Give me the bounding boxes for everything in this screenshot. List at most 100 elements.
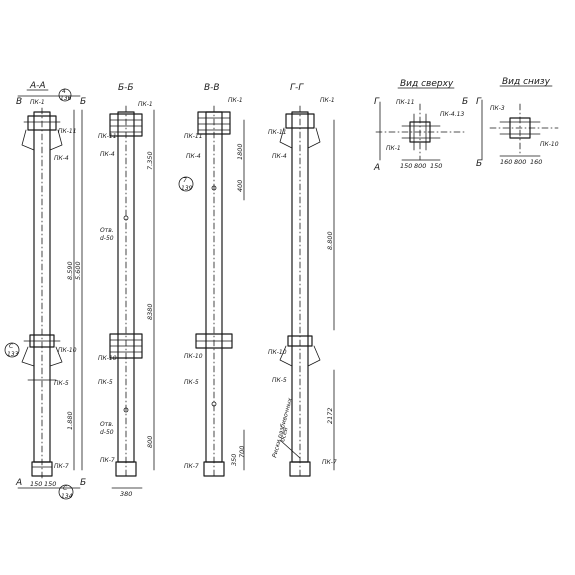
callout-num: 4 (62, 88, 66, 95)
label-top: ПК-1 (320, 97, 335, 104)
dim-lower: 800 (146, 436, 154, 448)
hole-marker (211, 401, 217, 407)
column-b-b: Б-Б ПК-1 ПК-11 ПК-4 ПК-10 ПК-5 ПК-7 Отв.… (98, 83, 155, 498)
console-right-bracket (49, 346, 63, 367)
callout-circle (58, 88, 72, 102)
label-top: ПК-1 (228, 97, 243, 104)
note-axes-2: осей (279, 427, 290, 443)
callout-mid-num: С (9, 343, 14, 350)
dim: 150 (430, 162, 442, 170)
leader-line (279, 439, 301, 459)
callout-circle (178, 176, 194, 192)
label: ПК-3 (490, 105, 505, 112)
view-title: Вид снизу (502, 77, 551, 87)
dim: 160 (500, 158, 512, 166)
dim-low-a: 350 (230, 454, 238, 466)
head-cage (197, 111, 231, 135)
dim-low-b: 700 (238, 446, 246, 458)
dim-lower: 2172 (326, 407, 334, 424)
label: ПК-1 (386, 145, 401, 152)
section-title: В-В (204, 83, 220, 93)
dim-base: 380 (120, 490, 132, 498)
dim: 800 (514, 158, 526, 166)
head-plate (27, 115, 57, 131)
view-from-above: Вид сверху ПК-11 ПК-4.13 ПК-1 150 800 15… (373, 79, 468, 173)
label-d: ПК-5 (98, 379, 113, 386)
note-dia: d-50 (100, 429, 114, 436)
column-a-a: А-А В Б 4 136 ПК-1 ПК-11 ПК-4 ПК-10 ПК-5… (4, 81, 86, 500)
column-plan (409, 121, 431, 143)
dim-base-left: 150 (30, 480, 42, 488)
label-e: ПК-7 (322, 459, 337, 466)
label-b: ПК-4 (54, 155, 69, 162)
section-title: Г-Г (290, 83, 304, 93)
left-bracket (21, 129, 35, 151)
console-left-bracket (279, 345, 293, 367)
label: ПК-11 (396, 99, 415, 106)
column-v-v: В-В ПК-1 ПК-11 ПК-4 ПК-10 ПК-5 ПК-7 7 13… (178, 83, 246, 479)
dim-upper: 8.800 (326, 231, 334, 250)
dim: 150 (400, 162, 412, 170)
head-cage (109, 113, 143, 137)
label-e: ПК-7 (184, 463, 199, 470)
hole-marker (123, 407, 129, 413)
label-c: ПК-10 (58, 347, 77, 354)
label-top: ПК-1 (138, 101, 153, 108)
left-marker: В (16, 97, 22, 107)
label-e: ПК-7 (54, 463, 69, 470)
console-right-bracket (307, 345, 321, 367)
label-d: ПК-5 (272, 377, 287, 384)
letter: Г (476, 97, 482, 107)
left-bracket (279, 127, 293, 149)
column-plan (509, 117, 531, 139)
dim-1880: 1.880 (66, 411, 74, 430)
dim-upper: 1800 (236, 143, 244, 160)
view-title: Вид сверху (400, 79, 454, 89)
column-foot (289, 461, 311, 477)
label-a: ПК-11 (268, 129, 287, 136)
dim-5600: 5.600 (74, 261, 82, 280)
bottom-marker-left: А (15, 478, 22, 488)
label-b: ПК-4 (186, 153, 201, 160)
right-bracket (307, 127, 321, 149)
main-title: А-А (29, 81, 46, 91)
label-a: ПК-11 (184, 133, 203, 140)
console-plate (287, 335, 313, 347)
callout-bot-num: С (63, 485, 68, 492)
letter: Б (462, 97, 468, 107)
callout-sheet: 139 (181, 185, 193, 192)
letter: Б (476, 159, 482, 169)
section-title: Б-Б (118, 83, 134, 93)
label-top: ПК-1 (30, 99, 45, 106)
dim-mid: 400 (236, 180, 244, 192)
column-foot (203, 461, 225, 477)
dim: 800 (414, 162, 426, 170)
label: ПК-4.13 (440, 111, 464, 118)
label-d: ПК-5 (54, 380, 69, 387)
right-marker: Б (80, 97, 86, 107)
note-hole: Отв. (100, 227, 114, 234)
callout-num: 7 (183, 177, 187, 184)
label-b: ПК-4 (100, 151, 115, 158)
hole-marker (123, 215, 129, 221)
hole-marker (211, 185, 217, 191)
callout-bot-circle (58, 484, 74, 500)
label-b: ПК-4 (272, 153, 287, 160)
dim-base-right: 150 (44, 480, 56, 488)
callout-mid-circle (4, 342, 20, 358)
bottom-marker-right: Б (80, 478, 86, 488)
label: ПК-10 (540, 141, 559, 148)
label-a: ПК-11 (58, 128, 77, 135)
letter: А (373, 163, 380, 173)
label-c: ПК-10 (98, 355, 117, 362)
right-bracket (49, 129, 63, 151)
callout-bot-sheet: 134 (61, 493, 73, 500)
column-foot (115, 461, 137, 477)
column-foot (31, 461, 53, 477)
label-c: ПК-10 (184, 353, 203, 360)
label-c: ПК-10 (268, 349, 287, 356)
note-hole: Отв. (100, 421, 114, 428)
console-left-bracket (21, 346, 35, 367)
dim-upper: 7.350 (146, 151, 154, 170)
